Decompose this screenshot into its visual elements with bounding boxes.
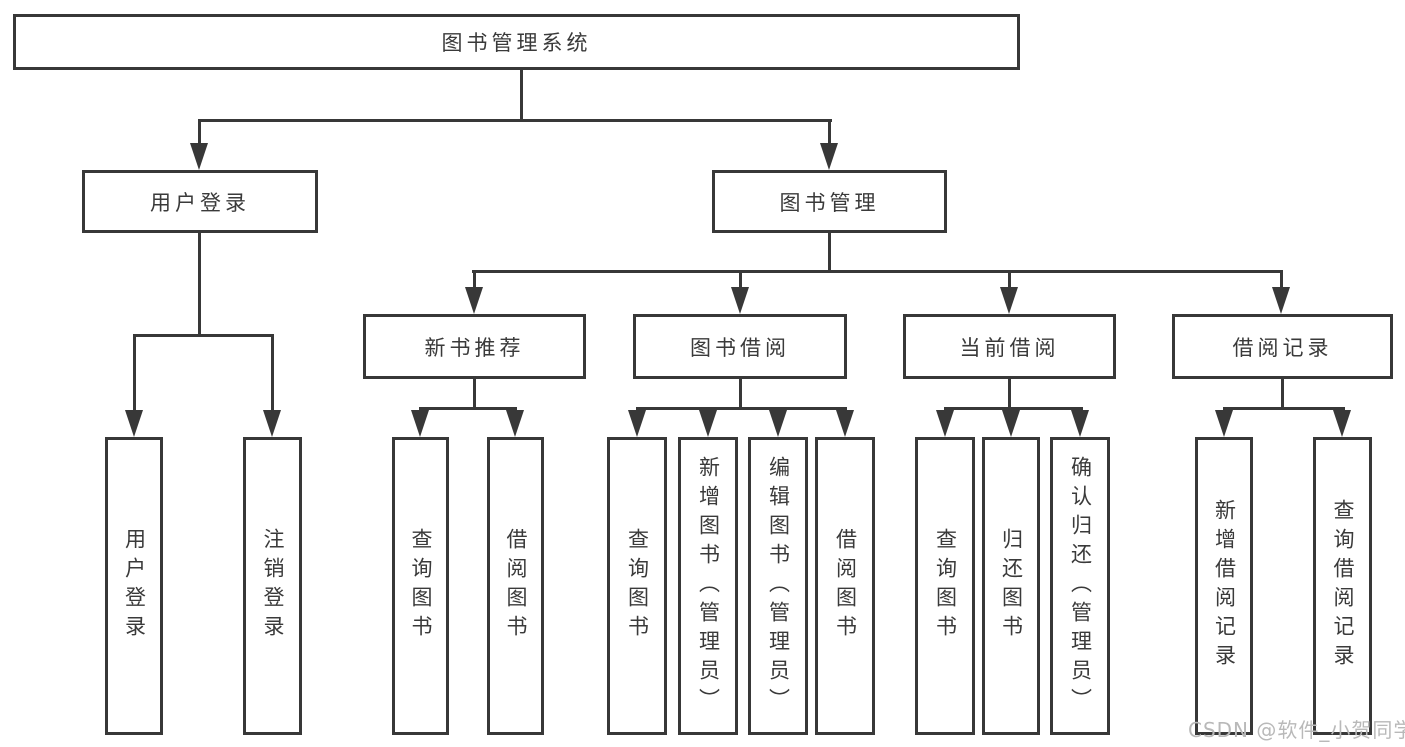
leaf-label: 新增图书（管理员）: [696, 455, 721, 717]
connector-arrowhead: [190, 143, 208, 170]
node-book-management-label: 图书管理: [779, 190, 880, 215]
connector-arrowhead: [628, 410, 646, 437]
leaf-query-books-recommend: 查询图书: [392, 437, 449, 735]
connector-line: [271, 334, 274, 414]
leaf-label: 确认归还（管理员）: [1068, 455, 1093, 717]
connector-arrowhead: [731, 287, 749, 314]
leaf-edit-books-admin: 编辑图书（管理员）: [748, 437, 808, 735]
node-borrow-record-label: 借阅记录: [1232, 335, 1333, 360]
connector-arrowhead: [263, 410, 281, 437]
leaf-label: 注销登录: [261, 528, 285, 644]
connector-line: [1281, 379, 1284, 409]
node-book-borrow-label: 图书借阅: [690, 335, 790, 360]
leaf-user-login: 用户登录: [105, 437, 163, 735]
connector-line: [198, 119, 832, 122]
connector-arrowhead: [1333, 410, 1351, 437]
leaf-confirm-return-admin: 确认归还（管理员）: [1050, 437, 1110, 735]
connector-arrowhead: [125, 410, 143, 437]
connector-line: [419, 407, 517, 410]
connector-line: [1280, 270, 1283, 294]
connector-arrowhead: [836, 410, 854, 437]
connector-line: [828, 119, 831, 153]
connector-arrowhead: [699, 410, 717, 437]
connector-arrowhead: [1002, 410, 1020, 437]
leaf-label: 编辑图书（管理员）: [766, 455, 791, 717]
connector-line: [1223, 407, 1345, 410]
leaf-query-borrow-record: 查询借阅记录: [1313, 437, 1372, 735]
node-book-borrow: 图书借阅: [633, 314, 847, 379]
connector-line: [1008, 270, 1011, 294]
leaf-label: 用户登录: [122, 528, 147, 644]
connector-arrowhead: [1000, 287, 1018, 314]
leaf-label: 新增借阅记录: [1212, 499, 1237, 673]
connector-arrowhead: [506, 410, 524, 437]
connector-arrowhead: [1272, 287, 1290, 314]
connector-arrowhead: [769, 410, 787, 437]
leaf-label: 借阅图书: [833, 528, 858, 644]
leaf-borrow-books-recommend: 借阅图书: [487, 437, 544, 735]
connector-arrowhead: [1215, 410, 1233, 437]
node-root: 图书管理系统: [13, 14, 1020, 70]
node-user-login: 用户登录: [82, 170, 318, 233]
connector-line: [473, 270, 476, 294]
node-current-borrow: 当前借阅: [903, 314, 1116, 379]
connector-arrowhead: [465, 287, 483, 314]
connector-line: [739, 379, 742, 409]
leaf-label: 借阅图书: [504, 528, 528, 644]
leaf-borrow-books: 借阅图书: [815, 437, 875, 735]
leaf-add-borrow-record: 新增借阅记录: [1195, 437, 1253, 735]
connector-line: [1008, 379, 1011, 409]
connector-line: [133, 334, 274, 337]
connector-line: [473, 379, 476, 409]
node-root-label: 图书管理系统: [441, 31, 592, 55]
connector-line: [828, 233, 831, 273]
connector-line: [198, 119, 201, 153]
connector-line: [944, 407, 1083, 410]
node-current-borrow-label: 当前借阅: [959, 335, 1060, 360]
connector-arrowhead: [820, 143, 838, 170]
node-borrow-record: 借阅记录: [1172, 314, 1393, 379]
connector-line: [133, 334, 136, 414]
leaf-logout: 注销登录: [243, 437, 302, 735]
node-user-login-label: 用户登录: [150, 190, 250, 215]
leaf-add-books-admin: 新增图书（管理员）: [678, 437, 738, 735]
node-new-book-recommend-label: 新书推荐: [424, 335, 525, 360]
watermark: CSDN @软件_小贺同学: [1188, 718, 1405, 742]
connector-line: [739, 270, 742, 294]
connector-arrowhead: [411, 410, 429, 437]
leaf-query-books-current: 查询图书: [915, 437, 975, 735]
leaf-return-books: 归还图书: [982, 437, 1040, 735]
connector-line: [520, 70, 523, 122]
connector-line: [198, 233, 201, 336]
node-new-book-recommend: 新书推荐: [363, 314, 586, 379]
node-book-management: 图书管理: [712, 170, 947, 233]
leaf-label: 查询图书: [625, 528, 650, 644]
leaf-label: 查询图书: [933, 528, 958, 644]
connector-line: [636, 407, 847, 410]
leaf-query-books-borrow: 查询图书: [607, 437, 667, 735]
connector-line: [472, 270, 1282, 273]
leaf-label: 归还图书: [999, 528, 1024, 644]
connector-arrowhead: [936, 410, 954, 437]
leaf-label: 查询借阅记录: [1331, 499, 1355, 673]
leaf-label: 查询图书: [409, 528, 433, 644]
connector-arrowhead: [1071, 410, 1089, 437]
